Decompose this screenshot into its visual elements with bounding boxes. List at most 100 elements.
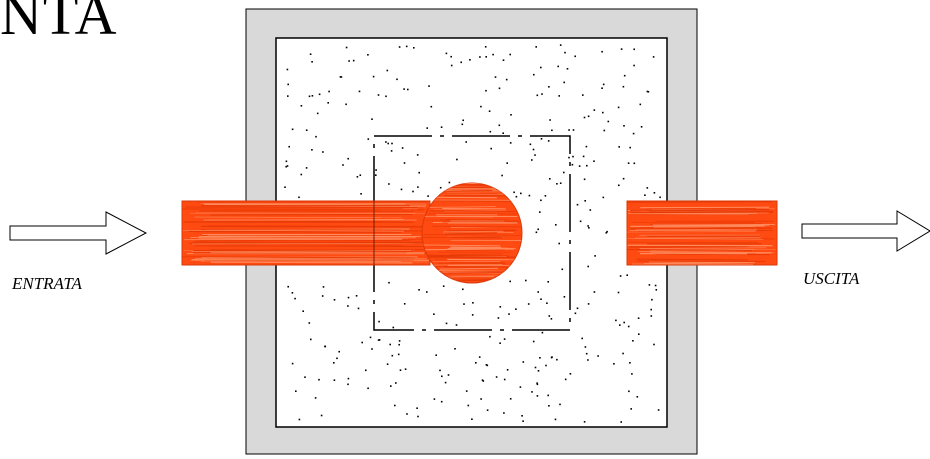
inlet-pipe [182, 201, 430, 265]
particle-dot [454, 348, 456, 350]
particle-dot [633, 49, 635, 51]
particle-dot [427, 195, 429, 197]
particle-dot [533, 74, 535, 76]
particle-dot [407, 89, 409, 91]
particle-dot [487, 365, 489, 367]
particle-dot [490, 148, 492, 150]
particle-dot [435, 354, 437, 356]
particle-dot [537, 384, 539, 386]
particle-dot [359, 91, 361, 93]
particle-dot [367, 388, 369, 390]
particle-dot [621, 48, 623, 50]
particle-dot [499, 342, 501, 344]
particle-dot [507, 369, 509, 371]
particle-dot [504, 338, 506, 340]
particle-dot [398, 344, 400, 346]
particle-dot [406, 413, 408, 415]
particle-dot [586, 165, 588, 167]
particle-dot [520, 193, 522, 195]
particle-dot [545, 365, 547, 367]
particle-dot [623, 322, 625, 324]
particle-dot [301, 174, 303, 176]
particle-dot [379, 339, 381, 341]
particle-dot [392, 355, 394, 357]
particle-dot [336, 358, 338, 360]
particle-dot [418, 289, 420, 291]
particle-dot [485, 56, 487, 58]
particle-dot [586, 146, 588, 148]
particle-dot [498, 317, 500, 319]
particle-dot [417, 154, 419, 156]
particle-dot [485, 90, 487, 92]
particle-dot [618, 292, 620, 294]
particle-dot [651, 315, 653, 317]
inlet-arrow-icon [10, 212, 146, 254]
particle-dot [572, 156, 574, 158]
particle-dot [310, 53, 312, 55]
grain-streak [184, 239, 402, 240]
particle-dot [633, 65, 635, 67]
particle-dot [375, 169, 377, 171]
particle-dot [588, 116, 590, 118]
particle-dot [284, 186, 286, 188]
particle-dot [465, 141, 467, 143]
particle-dot [523, 361, 525, 363]
grain-streak [209, 236, 403, 237]
grain-streak [447, 230, 516, 231]
particle-dot [622, 353, 624, 355]
particle-dot [340, 76, 342, 78]
particle-dot [634, 163, 636, 165]
particle-dot [367, 54, 369, 56]
particle-dot [471, 418, 473, 420]
grain-streak [425, 249, 514, 250]
particle-dot [538, 370, 540, 372]
particle-dot [547, 395, 549, 397]
particle-dot [560, 44, 562, 46]
particle-dot [570, 373, 572, 375]
particle-dot [548, 140, 550, 142]
particle-dot [463, 303, 465, 305]
particle-dot [479, 56, 481, 58]
particle-dot [375, 174, 377, 176]
particle-dot [487, 409, 489, 411]
particle-dot [568, 157, 570, 159]
particle-dot [631, 373, 633, 375]
particle-dot [510, 114, 512, 116]
particle-dot [618, 146, 620, 148]
particle-dot [417, 416, 419, 418]
particle-dot [582, 94, 584, 96]
particle-dot [587, 266, 589, 268]
particle-dot [287, 286, 289, 288]
grain-streak [628, 202, 772, 203]
particle-dot [334, 299, 336, 301]
particle-dot [393, 327, 395, 329]
particle-dot [405, 368, 407, 370]
particle-dot [548, 405, 550, 407]
particle-dot [288, 146, 290, 148]
particle-dot [654, 192, 656, 194]
particle-dot [396, 79, 398, 81]
particle-dot [506, 162, 508, 164]
outlet-label: USCITA [803, 269, 859, 289]
particle-dot [549, 119, 551, 121]
particle-dot [586, 353, 588, 355]
particle-dot [540, 200, 542, 202]
particle-dot [499, 88, 501, 90]
particle-dot [545, 195, 547, 197]
particle-dot [472, 314, 474, 316]
particle-dot [551, 130, 553, 132]
particle-dot [581, 338, 583, 340]
particle-dot [560, 182, 562, 184]
particle-dot [323, 286, 325, 288]
particle-dot [443, 285, 445, 287]
particle-dot [322, 151, 324, 153]
particle-dot [292, 129, 294, 131]
particle-dot [387, 143, 389, 145]
particle-dot [549, 178, 551, 180]
particle-dot [651, 299, 653, 301]
particle-dot [573, 129, 575, 131]
particle-dot [299, 419, 301, 421]
particle-dot [584, 117, 586, 119]
